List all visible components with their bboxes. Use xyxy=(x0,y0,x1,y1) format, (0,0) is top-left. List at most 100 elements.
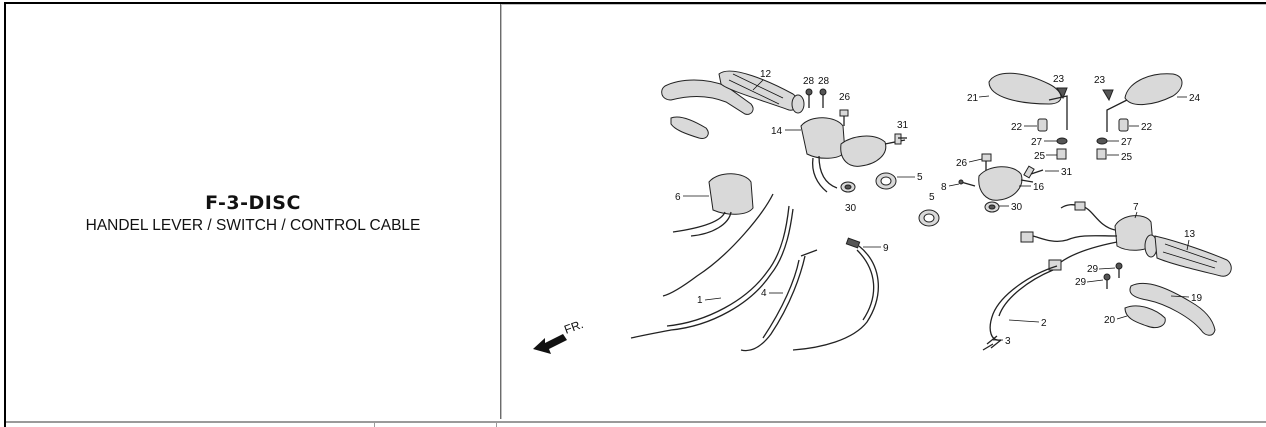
callout-23a: 23 xyxy=(1053,74,1065,85)
part-group-title: HANDEL LEVER / SWITCH / CONTROL CABLE xyxy=(85,217,421,234)
svg-text:22: 22 xyxy=(1141,122,1153,133)
callout-29b: 29 xyxy=(1075,277,1104,288)
callout-28b: 28 xyxy=(818,76,830,87)
callout-14: 14 xyxy=(771,126,801,137)
svg-text:27: 27 xyxy=(1031,137,1043,148)
bottom-rule xyxy=(6,421,1266,423)
grip-right-13 xyxy=(1144,234,1232,277)
callout-12: 12 xyxy=(752,69,772,91)
callout-6: 6 xyxy=(675,192,709,203)
front-direction-arrow: FR. xyxy=(533,317,585,354)
callout-19: 19 xyxy=(1170,293,1203,304)
svg-text:9: 9 xyxy=(883,243,889,254)
callout-9: 9 xyxy=(863,243,889,254)
svg-text:3: 3 xyxy=(1005,336,1011,347)
callout-28a: 28 xyxy=(803,76,815,87)
callout-27b: 27 xyxy=(1107,137,1133,148)
callout-3: 3 xyxy=(993,336,1011,347)
callout-24: 24 xyxy=(1177,93,1201,104)
mirror-left-21 xyxy=(988,72,1068,130)
svg-text:22: 22 xyxy=(1011,122,1023,133)
holder-16 xyxy=(978,166,1034,201)
grip-left xyxy=(718,70,805,114)
nut-23a xyxy=(1056,87,1068,100)
svg-text:26: 26 xyxy=(839,92,851,103)
svg-text:12: 12 xyxy=(760,69,772,80)
callout-26-right: 26 xyxy=(956,158,983,169)
callout-27a: 27 xyxy=(1031,137,1057,148)
screw-28b xyxy=(819,88,827,108)
callout-20: 20 xyxy=(1104,315,1128,326)
svg-text:13: 13 xyxy=(1184,229,1196,240)
svg-text:23: 23 xyxy=(1094,75,1106,86)
svg-text:26: 26 xyxy=(956,158,968,169)
cable-4 xyxy=(740,249,818,352)
callout-25b: 25 xyxy=(1107,152,1133,163)
callout-16: 16 xyxy=(1019,182,1045,193)
svg-text:19: 19 xyxy=(1191,293,1203,304)
svg-text:30: 30 xyxy=(845,203,857,214)
svg-text:24: 24 xyxy=(1189,93,1201,104)
screw-28a xyxy=(805,88,813,108)
bottom-cell-separator xyxy=(496,423,497,427)
front-direction-label: FR. xyxy=(562,317,585,337)
part-group-code: F-3-DISC xyxy=(205,192,301,214)
bolt-25b xyxy=(1096,148,1107,160)
bolt-31-left xyxy=(894,133,907,145)
svg-text:5: 5 xyxy=(917,172,923,183)
throttle-cable-1 xyxy=(630,193,794,339)
pin-8 xyxy=(958,179,976,187)
bottom-cell-separator xyxy=(374,423,375,427)
svg-text:23: 23 xyxy=(1053,74,1065,85)
cap-22a xyxy=(1037,118,1048,132)
screw-29b xyxy=(1103,273,1111,289)
brake-lever-left xyxy=(661,79,754,115)
svg-text:28: 28 xyxy=(803,76,815,87)
svg-text:2: 2 xyxy=(1041,318,1047,329)
svg-text:4: 4 xyxy=(761,288,767,299)
title-panel: F-3-DISC HANDEL LEVER / SWITCH / CONTROL… xyxy=(6,4,500,419)
callout-26-left: 26 xyxy=(839,92,851,103)
diagram-panel xyxy=(501,4,1266,419)
nut-27a xyxy=(1056,137,1068,145)
exploded-parts-diagram: FR. xyxy=(533,69,1232,354)
mirror-right-24 xyxy=(1106,73,1183,132)
svg-text:28: 28 xyxy=(818,76,830,87)
panel-divider xyxy=(500,4,501,419)
callout-30-left: 30 xyxy=(845,203,857,214)
callout-31-left: 31 xyxy=(897,120,909,131)
cable-2 xyxy=(982,265,1058,351)
lever-cover xyxy=(670,116,709,139)
svg-text:6: 6 xyxy=(675,192,681,203)
svg-text:7: 7 xyxy=(1133,202,1139,213)
callout-4: 4 xyxy=(761,288,783,299)
cable-9 xyxy=(792,237,879,351)
callout-2: 2 xyxy=(1008,318,1047,329)
callout-23b: 23 xyxy=(1094,75,1106,86)
svg-text:16: 16 xyxy=(1033,182,1045,193)
callout-29a: 29 xyxy=(1087,264,1116,275)
callout-22a: 22 xyxy=(1011,122,1037,133)
master-cylinder-clamp xyxy=(840,135,906,167)
switch-housing-14 xyxy=(800,117,846,193)
cap-22b xyxy=(1118,118,1129,132)
svg-text:21: 21 xyxy=(967,93,979,104)
collar-30-left xyxy=(840,181,856,193)
callout-7: 7 xyxy=(1133,202,1139,219)
bolt-31-right xyxy=(1023,165,1044,179)
bolt-25a xyxy=(1056,148,1067,160)
callout-22b: 22 xyxy=(1129,122,1153,133)
svg-text:1: 1 xyxy=(697,295,703,306)
clamp-5b xyxy=(918,209,940,227)
callout-5a: 5 xyxy=(897,172,923,183)
brake-lever-right-19 xyxy=(1129,282,1216,336)
svg-text:27: 27 xyxy=(1121,137,1133,148)
callout-31-right: 31 xyxy=(1045,167,1073,178)
svg-text:20: 20 xyxy=(1104,315,1116,326)
page-frame xyxy=(4,2,1266,427)
svg-text:29: 29 xyxy=(1075,277,1087,288)
svg-text:8: 8 xyxy=(941,182,947,193)
callout-8: 8 xyxy=(941,182,960,193)
svg-text:29: 29 xyxy=(1087,264,1099,275)
svg-text:14: 14 xyxy=(771,126,783,137)
